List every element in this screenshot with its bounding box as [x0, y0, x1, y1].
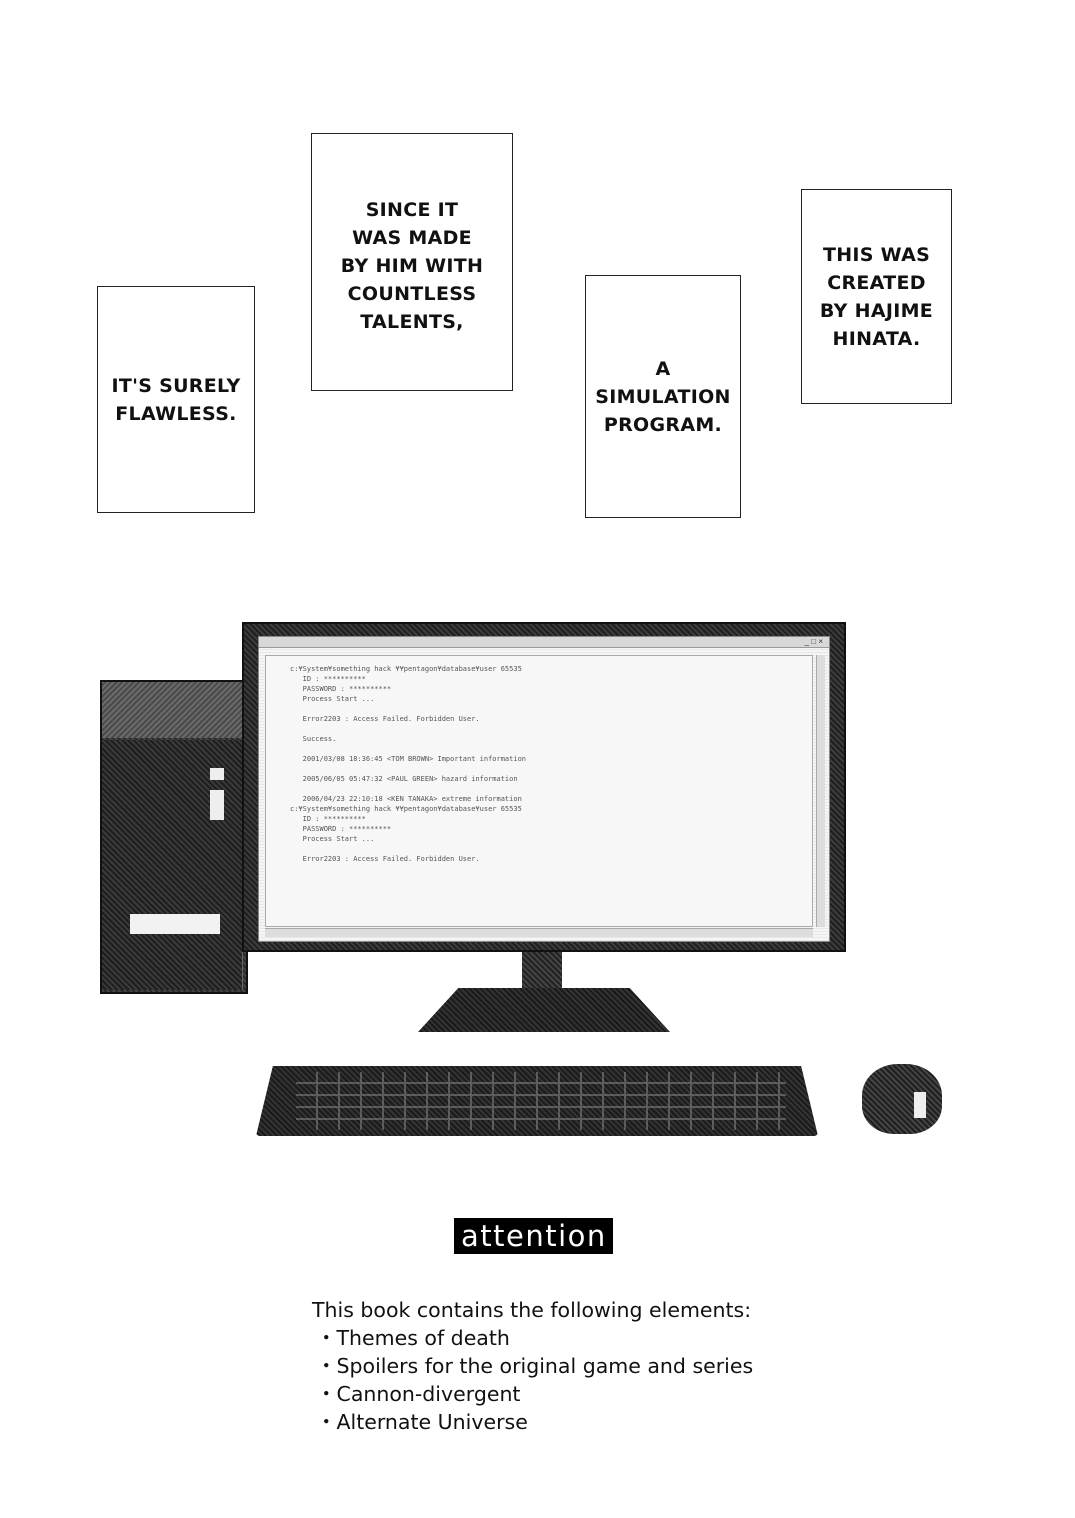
- horizontal-scrollbar: [265, 928, 813, 937]
- warning-item: Alternate Universe: [312, 1408, 753, 1436]
- tower-front-panel: [102, 740, 243, 990]
- keyboard-keys: [296, 1072, 786, 1130]
- caption-box-creator: THIS WAS CREATED BY HAJIME HINATA.: [801, 189, 952, 404]
- caption-text: SINCE IT WAS MADE BY HIM WITH COUNTLESS …: [340, 199, 484, 333]
- caption-box-flawless: IT'S SURELY FLAWLESS.: [97, 286, 255, 513]
- vertical-scrollbar: [816, 655, 825, 927]
- monitor-illustration: _ □ × c:¥System¥something hack ¥¥pentago…: [242, 622, 846, 952]
- warning-item: Themes of death: [312, 1324, 753, 1352]
- tower-button: [210, 768, 224, 780]
- caption-text: IT'S SURELY FLAWLESS.: [111, 374, 241, 425]
- caption-text: THIS WAS CREATED BY HAJIME HINATA.: [819, 243, 934, 350]
- keyboard-illustration: [256, 1066, 818, 1136]
- terminal-window: c:¥System¥something hack ¥¥pentagon¥data…: [265, 655, 813, 927]
- attention-heading: attention: [454, 1218, 613, 1254]
- tower-button: [210, 790, 224, 820]
- caption-text: A SIMULATION PROGRAM.: [595, 357, 731, 436]
- mouse-illustration: [862, 1064, 942, 1134]
- mouse-highlight: [914, 1092, 926, 1118]
- content-warning-notice: This book contains the following element…: [312, 1296, 753, 1436]
- warning-list: Themes of death Spoilers for the origina…: [312, 1324, 754, 1436]
- warning-item: Spoilers for the original game and serie…: [312, 1352, 754, 1380]
- monitor-stand-base: [418, 988, 670, 1032]
- caption-box-talents: SINCE IT WAS MADE BY HIM WITH COUNTLESS …: [311, 133, 513, 391]
- monitor-screen: _ □ × c:¥System¥something hack ¥¥pentago…: [258, 636, 830, 942]
- computer-tower-illustration: [100, 680, 248, 994]
- caption-box-simulation: A SIMULATION PROGRAM.: [585, 275, 741, 518]
- terminal-output: c:¥System¥something hack ¥¥pentagon¥data…: [290, 665, 527, 863]
- window-titlebar: _ □ ×: [259, 637, 829, 648]
- tower-top: [102, 682, 246, 738]
- tower-drive-slot: [130, 914, 220, 934]
- notice-intro: This book contains the following element…: [312, 1298, 752, 1322]
- warning-item: Cannon-divergent: [312, 1380, 753, 1408]
- window-controls-icon: _ □ ×: [804, 637, 823, 646]
